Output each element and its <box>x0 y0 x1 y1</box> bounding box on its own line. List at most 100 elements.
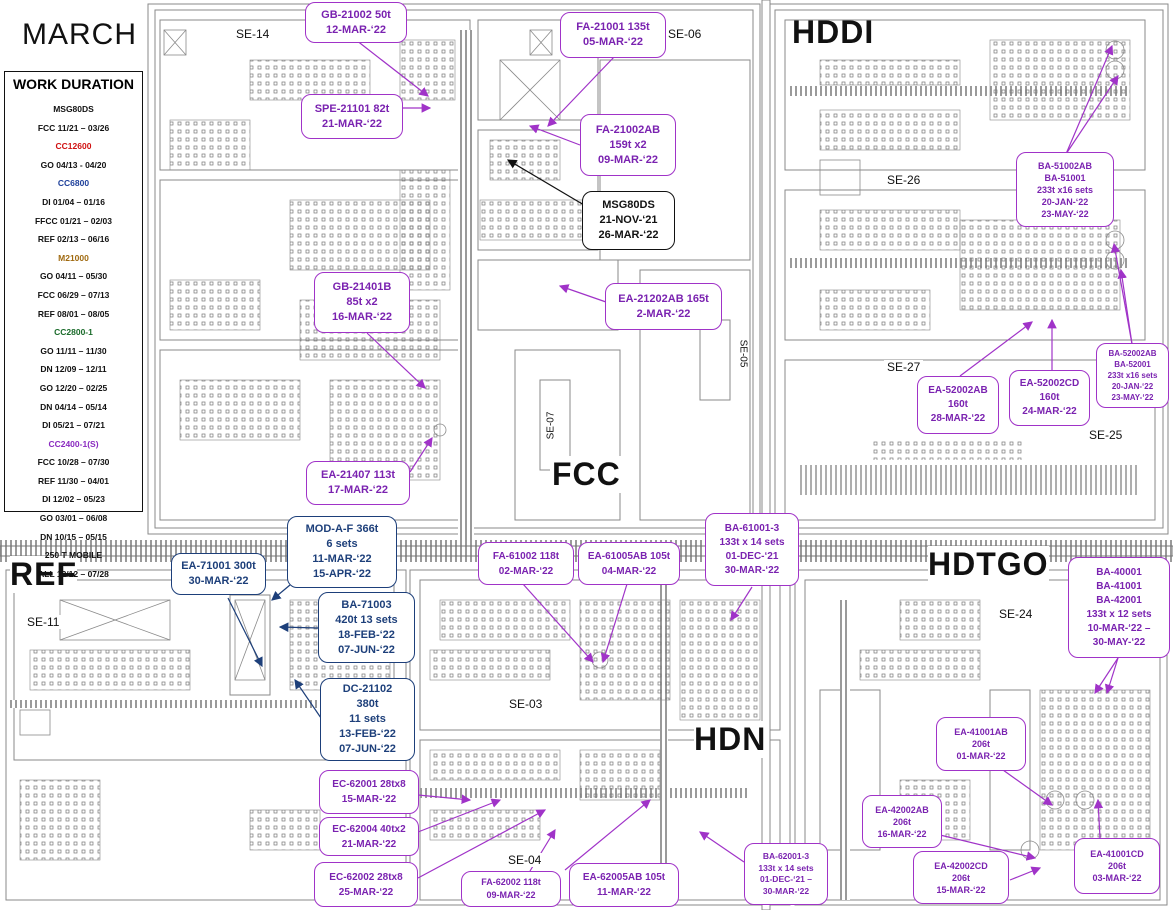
callout-line: 02-MAR-‘22 <box>498 565 554 577</box>
substation-label-se04: SE-04 <box>505 853 545 867</box>
legend-row: GO 04/11 – 05/30 <box>39 271 108 282</box>
substation-label-se03: SE-03 <box>506 697 546 711</box>
callout-line: DC-21102 <box>342 683 393 695</box>
callout-line: 16-MAR-‘22 <box>877 828 927 839</box>
callout-line: 15-MAR-‘22 <box>936 884 986 895</box>
substation-label-se05: SE-05 <box>737 336 749 371</box>
callout-line: 17-MAR-‘22 <box>328 484 388 496</box>
callout-ec62004: EC-62004 40tx2 21-MAR-‘22 <box>319 817 419 856</box>
callout-line: 10-MAR-‘22 – <box>1087 622 1151 634</box>
callout-line: SPE-21101 82t <box>314 102 390 115</box>
legend-row: CC6800 <box>57 178 90 189</box>
page-title-month: MARCH <box>22 18 137 51</box>
substation-label-se26: SE-26 <box>884 173 924 187</box>
legend-row: GO 11/11 – 11/30 <box>40 345 107 356</box>
callout-line: EC-62004 40tx2 <box>332 823 406 835</box>
callout-line: 20-JAN-‘22 <box>1111 382 1154 391</box>
legend-row: CC2800-1 <box>54 327 93 338</box>
callout-line: BA-62001-3 <box>762 851 810 861</box>
callout-line: 11-MAR-‘22 <box>312 553 372 565</box>
callout-line: 6 sets <box>326 538 358 550</box>
callout-fa21002ab: FA-21002AB 159t x2 09-MAR-‘22 <box>580 114 676 176</box>
callout-line: EA-61005AB 105t <box>587 550 671 562</box>
callout-line: 85t x2 <box>346 296 378 308</box>
callout-line: 07-JUN-‘22 <box>338 643 395 656</box>
callout-line: EA-41001CD <box>1090 849 1144 859</box>
callout-line: 206t <box>971 739 990 749</box>
callout-line: EA-62005AB 105t <box>582 872 666 883</box>
callout-line: 133t x 14 sets <box>758 862 814 873</box>
area-label-hdtgo: HDTGO <box>928 546 1049 583</box>
legend-row: DN 10/15 – 05/15 <box>40 531 107 542</box>
substation-label-se07: SE-07 <box>545 408 557 443</box>
callout-line: BA-42001 <box>1096 594 1142 606</box>
callout-line: 28-MAR-‘22 <box>930 413 986 424</box>
callout-line: 03-MAR-‘22 <box>1092 873 1142 883</box>
callout-line: 20-JAN-‘22 <box>1041 196 1089 207</box>
substation-label-se25: SE-25 <box>1086 428 1126 442</box>
callout-line: EA-52002AB <box>928 385 988 396</box>
callout-line: EA-71001 300t <box>181 560 256 572</box>
area-label-hdn: HDN <box>694 721 767 758</box>
legend-row: DN 12/09 – 12/11 <box>40 364 107 375</box>
callout-line: 21-MAR-‘22 <box>341 838 397 850</box>
callout-line: 16-MAR-‘22 <box>332 311 392 323</box>
legend-row: FCC 10/28 – 07/30 <box>37 457 110 468</box>
callout-line: 206t <box>1107 861 1126 871</box>
area-label-fcc: FCC <box>550 456 623 493</box>
legend-row: ALL 12/12 – 07/28 <box>38 568 109 579</box>
area-label-hddi: HDDI <box>792 14 875 50</box>
callout-line: 21-MAR-‘22 <box>322 117 382 130</box>
callout-line: 09-MAR-‘22 <box>598 153 658 166</box>
callout-line: BA-40001 <box>1096 566 1142 578</box>
callout-line: 2-MAR-‘22 <box>636 307 691 320</box>
callout-line: 26-MAR-‘22 <box>598 229 659 241</box>
callout-line: 23-MAY-‘22 <box>1041 208 1089 219</box>
legend-row: FFCC 01/21 – 02/03 <box>34 215 112 226</box>
callout-line: 30-MAR-‘22 <box>724 564 780 576</box>
legend-row: GO 03/01 – 06/08 <box>39 513 108 524</box>
callout-line: EA-52002CD <box>1019 378 1080 389</box>
callout-line: 206t <box>892 816 911 827</box>
legend-row: CC2400-1(S) <box>48 438 99 449</box>
callout-line: EA-42002AB <box>875 804 929 815</box>
callout-line: 04-MAR-‘22 <box>601 565 657 577</box>
callout-line: EA-42002CD <box>934 860 988 871</box>
callout-line: BA-51001 <box>1044 172 1086 183</box>
callout-gb21002: GB-21002 50t 12-MAR-‘22 <box>305 2 407 43</box>
callout-line: BA-71003 <box>341 598 392 611</box>
legend-row: FCC 06/29 – 07/13 <box>37 289 110 300</box>
legend-row: 250 T MOBILE <box>44 550 103 561</box>
callout-line: 25-MAR-‘22 <box>338 886 394 898</box>
callout-line: 30-MAR-‘22 <box>762 885 810 896</box>
substation-label-se11: SE-11 <box>24 615 63 629</box>
callout-line: FA-21002AB <box>595 123 661 136</box>
callout-line: 12-MAR-‘22 <box>326 23 386 36</box>
callout-line: 30-MAR-‘22 <box>188 575 249 587</box>
callout-line: 01-MAR-‘22 <box>956 751 1006 761</box>
legend-row: DI 05/21 – 07/21 <box>42 420 105 431</box>
callout-line: GB-21002 50t <box>321 8 391 21</box>
callout-ea61005ab: EA-61005AB 105t 04-MAR-‘22 <box>578 542 680 585</box>
callout-line: BA-41001 <box>1096 580 1142 592</box>
callout-line: 15-APR-‘22 <box>312 568 372 580</box>
callout-line: 159t x2 <box>609 138 647 151</box>
